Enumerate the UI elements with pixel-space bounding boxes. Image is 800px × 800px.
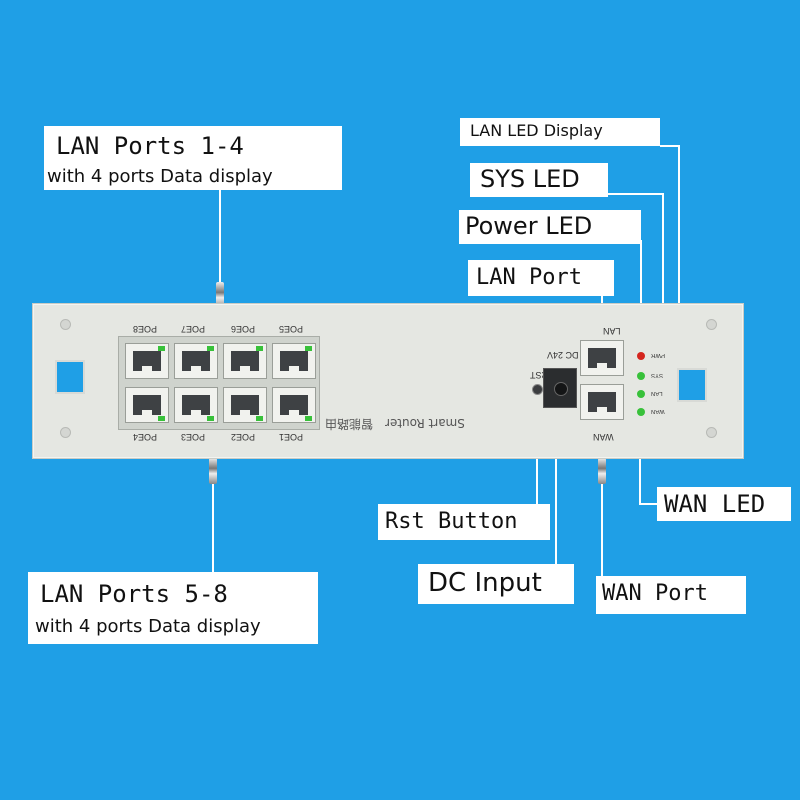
leader-power-led-v bbox=[640, 240, 642, 352]
callout-dc-input-text: DC Input bbox=[428, 568, 542, 598]
dc-label: DC 24V bbox=[547, 350, 579, 360]
port-led bbox=[256, 346, 263, 351]
led-label-pwr: PWR bbox=[651, 352, 665, 358]
jack-opening bbox=[133, 351, 161, 371]
probe-lan-5-8 bbox=[209, 458, 217, 484]
callout-lan-led-display: LAN LED Display bbox=[460, 118, 660, 146]
wan-label: WAN bbox=[593, 432, 614, 442]
power-led bbox=[637, 352, 645, 360]
callout-wan-port: WAN Port bbox=[596, 576, 746, 614]
callout-lan-ports-1-4: LAN Ports 1-4 with 4 ports Data display bbox=[44, 126, 342, 190]
reset-button[interactable] bbox=[532, 384, 543, 395]
jack-opening bbox=[588, 348, 616, 368]
rack-ear-cutout-right bbox=[677, 368, 707, 402]
port-led bbox=[207, 346, 214, 351]
callout-rst-button-text: Rst Button bbox=[385, 509, 518, 534]
callout-lan-ports-1-4-sub: with 4 ports Data display bbox=[47, 166, 273, 187]
port-label-poe5: POE5 bbox=[279, 324, 304, 334]
rj45-port-poe3[interactable] bbox=[174, 387, 218, 423]
probe-lan-1-4 bbox=[216, 282, 224, 308]
leader-sys-led-h bbox=[608, 193, 664, 195]
port-led bbox=[158, 416, 165, 421]
rj45-wan-port[interactable] bbox=[580, 384, 624, 420]
probe-wan-port bbox=[598, 458, 606, 484]
rj45-port-poe6[interactable] bbox=[223, 343, 267, 379]
callout-sys-led-text: SYS LED bbox=[480, 165, 580, 193]
callout-lan-ports-5-8-sub: with 4 ports Data display bbox=[35, 616, 261, 637]
jack-opening bbox=[588, 392, 616, 412]
led-label-sys: SYS bbox=[651, 372, 664, 378]
screw-hole-bottom-left bbox=[60, 427, 71, 438]
leader-lan-led-display-h bbox=[660, 145, 680, 147]
port-led bbox=[256, 416, 263, 421]
leader-sys-led-v bbox=[662, 193, 664, 378]
callout-dc-input: DC Input bbox=[418, 564, 574, 604]
brand-label-cn: 智能路由 bbox=[325, 417, 374, 431]
rack-ear-cutout-left bbox=[55, 360, 85, 394]
led-label-lan: LAN bbox=[651, 390, 663, 396]
callout-power-led-text: Power LED bbox=[465, 212, 593, 240]
callout-sys-led: SYS LED bbox=[470, 163, 608, 197]
jack-opening bbox=[182, 395, 210, 415]
port-label-poe2: POE2 bbox=[231, 432, 256, 442]
jack-opening bbox=[231, 395, 259, 415]
brand-label: Smart Router bbox=[385, 416, 465, 430]
port-label-poe7: POE7 bbox=[181, 324, 206, 334]
jack-opening bbox=[280, 395, 308, 415]
rj45-port-poe7[interactable] bbox=[174, 343, 218, 379]
jack-opening bbox=[231, 351, 259, 371]
screw-hole-bottom-right bbox=[706, 427, 717, 438]
callout-lan-ports-1-4-title: LAN Ports 1-4 bbox=[56, 132, 244, 160]
lan-label: LAN bbox=[603, 326, 621, 336]
rj45-port-poe5[interactable] bbox=[272, 343, 316, 379]
leader-lan-led-display-v bbox=[678, 145, 680, 393]
leader-wan-led-h bbox=[639, 503, 657, 505]
rj45-lan-port[interactable] bbox=[580, 340, 624, 376]
sys-led bbox=[637, 372, 645, 380]
callout-wan-led-text: WAN LED bbox=[664, 490, 766, 518]
screw-hole-top-left bbox=[60, 319, 71, 330]
dc-jack-pin bbox=[554, 382, 568, 396]
callout-rst-button: Rst Button bbox=[378, 504, 550, 540]
port-label-poe6: POE6 bbox=[231, 324, 256, 334]
jack-opening bbox=[280, 351, 308, 371]
rj45-port-poe4[interactable] bbox=[125, 387, 169, 423]
rj45-port-poe8[interactable] bbox=[125, 343, 169, 379]
port-label-poe4: POE4 bbox=[133, 432, 158, 442]
port-led bbox=[305, 416, 312, 421]
callout-lan-led-display-text: LAN LED Display bbox=[470, 121, 603, 140]
led-label-wan: WAN bbox=[651, 408, 665, 414]
jack-opening bbox=[182, 351, 210, 371]
wan-status-led bbox=[637, 408, 645, 416]
callout-wan-port-text: WAN Port bbox=[602, 581, 708, 606]
router-front-panel: POE8 POE7 POE6 POE5 POE4 POE3 POE2 POE1 … bbox=[32, 303, 744, 459]
callout-lan-ports-5-8: LAN Ports 5-8 with 4 ports Data display bbox=[28, 572, 318, 644]
port-label-poe1: POE1 bbox=[279, 432, 304, 442]
jack-opening bbox=[133, 395, 161, 415]
port-led bbox=[207, 416, 214, 421]
leader-wan-led-v bbox=[639, 415, 641, 505]
leader-lan-5-8 bbox=[212, 482, 214, 572]
callout-wan-led: WAN LED bbox=[657, 487, 791, 521]
port-label-poe8: POE8 bbox=[133, 324, 158, 334]
rj45-port-poe1[interactable] bbox=[272, 387, 316, 423]
screw-hole-top-right bbox=[706, 319, 717, 330]
dc-power-jack[interactable] bbox=[543, 368, 577, 408]
leader-lan-1-4 bbox=[219, 190, 221, 282]
port-led bbox=[158, 346, 165, 351]
port-led bbox=[305, 346, 312, 351]
callout-power-led: Power LED bbox=[459, 210, 641, 244]
leader-dc-v bbox=[555, 408, 557, 564]
rj45-port-poe2[interactable] bbox=[223, 387, 267, 423]
callout-lan-ports-5-8-title: LAN Ports 5-8 bbox=[40, 580, 228, 608]
lan-status-led bbox=[637, 390, 645, 398]
callout-lan-port-text: LAN Port bbox=[476, 265, 582, 290]
ethernet-port-block bbox=[118, 336, 320, 430]
callout-lan-port: LAN Port bbox=[468, 260, 614, 296]
port-label-poe3: POE3 bbox=[181, 432, 206, 442]
leader-wan-port bbox=[601, 484, 603, 576]
